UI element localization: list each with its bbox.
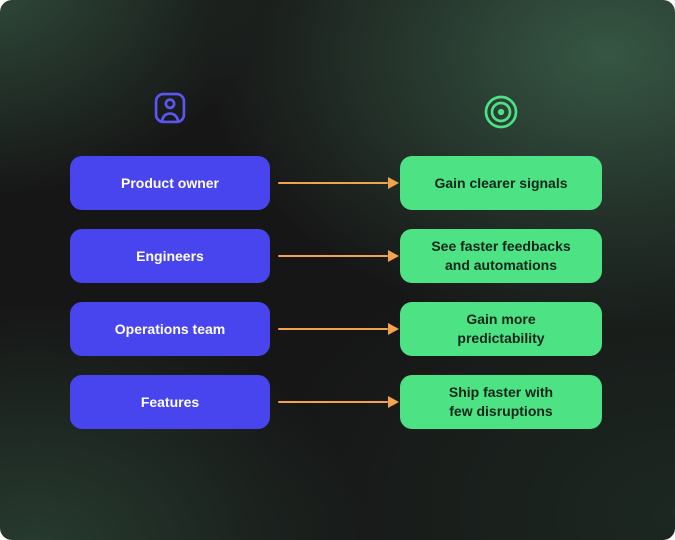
benefit-box-clearer-signals: Gain clearer signals: [400, 156, 602, 210]
arrow-line: [278, 254, 388, 258]
user-icon: [151, 88, 189, 133]
benefit-box-ship-faster: Ship faster with few disruptions: [400, 375, 602, 429]
arrow-head-icon: [388, 177, 399, 189]
arrow-line: [278, 400, 388, 404]
role-box-engineers: Engineers: [70, 229, 270, 283]
arrow-head-icon: [388, 396, 399, 408]
target-icon: [481, 92, 521, 137]
mapping-rows: Product owner Gain clearer signals Engin…: [70, 156, 602, 429]
arrow-row-3: [270, 302, 400, 356]
benefit-box-predictability: Gain more predictability: [400, 302, 602, 356]
arrow-row-4: [270, 375, 400, 429]
role-box-features: Features: [70, 375, 270, 429]
role-box-product-owner: Product owner: [70, 156, 270, 210]
arrow-head-icon: [388, 250, 399, 262]
benefit-box-faster-feedbacks: See faster feedbacks and automations: [400, 229, 602, 283]
role-box-operations-team: Operations team: [70, 302, 270, 356]
arrow-head-icon: [388, 323, 399, 335]
arrow-line: [278, 327, 388, 331]
arrow-row-1: [270, 156, 400, 210]
arrow-line: [278, 181, 388, 185]
arrow-row-2: [270, 229, 400, 283]
